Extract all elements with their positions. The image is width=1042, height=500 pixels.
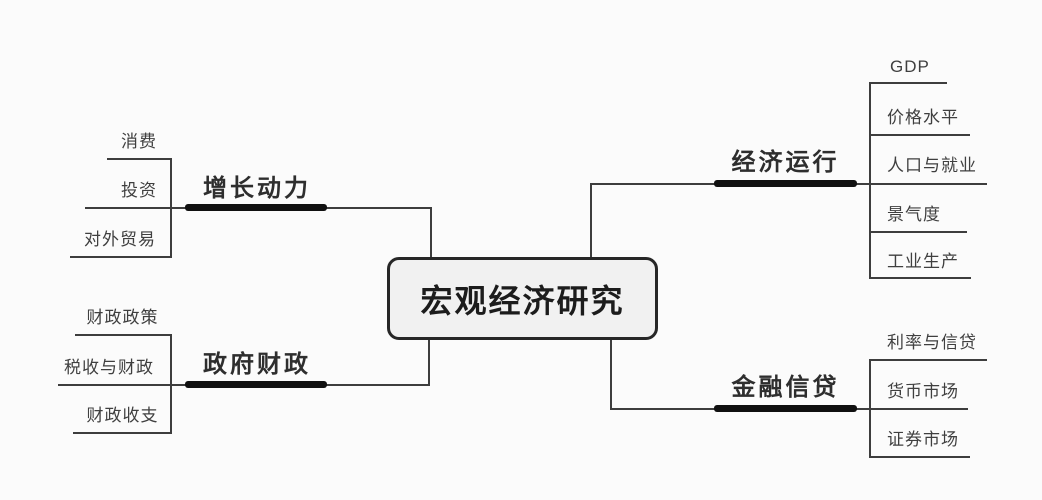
- connector-finance-to-center: [610, 338, 612, 410]
- branch-economic-operation[interactable]: 经济运行: [731, 149, 840, 176]
- child-investment[interactable]: 投资: [121, 181, 157, 200]
- child-fiscal-policy[interactable]: 财政政策: [86, 308, 159, 327]
- child-consumption[interactable]: 消费: [121, 132, 157, 151]
- branch-bar-growth: [185, 204, 327, 211]
- underline-interest-credit: [869, 359, 987, 361]
- child-business-climate[interactable]: 景气度: [887, 205, 941, 224]
- central-topic[interactable]: 宏观经济研究: [387, 257, 658, 340]
- underline-gdp: [869, 82, 947, 84]
- branch-bar-government: [185, 381, 327, 388]
- connector-government-to-center: [428, 338, 430, 386]
- underline-securities-market: [869, 456, 970, 458]
- child-fiscal-revenue[interactable]: 财政收支: [86, 406, 159, 425]
- branch-growth-momentum[interactable]: 增长动力: [203, 175, 311, 202]
- underline-industrial-production: [869, 277, 971, 279]
- underline-consumption: [107, 158, 172, 160]
- branch-bar-finance: [714, 405, 857, 412]
- child-tax-and-finance[interactable]: 税收与财政: [64, 358, 154, 377]
- connector-economy-to-center: [590, 183, 592, 257]
- underline-foreign-trade: [70, 256, 172, 258]
- branch-bar-economy: [714, 180, 857, 187]
- child-securities-market[interactable]: 证券市场: [887, 430, 959, 449]
- underline-business-climate: [869, 231, 967, 233]
- child-foreign-trade[interactable]: 对外贸易: [84, 230, 156, 249]
- child-industrial-production[interactable]: 工业生产: [887, 252, 959, 271]
- underline-price-level: [869, 134, 970, 136]
- bracket-growth: [170, 158, 172, 258]
- branch-financial-credit[interactable]: 金融信贷: [731, 374, 840, 401]
- central-topic-label: 宏观经济研究: [420, 282, 625, 319]
- bracket-finance: [869, 359, 871, 458]
- child-population-employment[interactable]: 人口与就业: [887, 156, 977, 175]
- child-price-level[interactable]: 价格水平: [887, 108, 959, 127]
- child-money-market[interactable]: 货币市场: [887, 382, 959, 401]
- bracket-government: [170, 334, 172, 434]
- underline-fiscal-policy: [75, 334, 172, 336]
- child-interest-credit[interactable]: 利率与信贷: [887, 333, 977, 352]
- branch-government-finance[interactable]: 政府财政: [203, 351, 311, 378]
- child-gdp[interactable]: GDP: [890, 57, 930, 76]
- underline-fiscal-revenue: [73, 432, 172, 434]
- connector-growth-to-center: [430, 207, 432, 259]
- bracket-economy: [869, 82, 871, 279]
